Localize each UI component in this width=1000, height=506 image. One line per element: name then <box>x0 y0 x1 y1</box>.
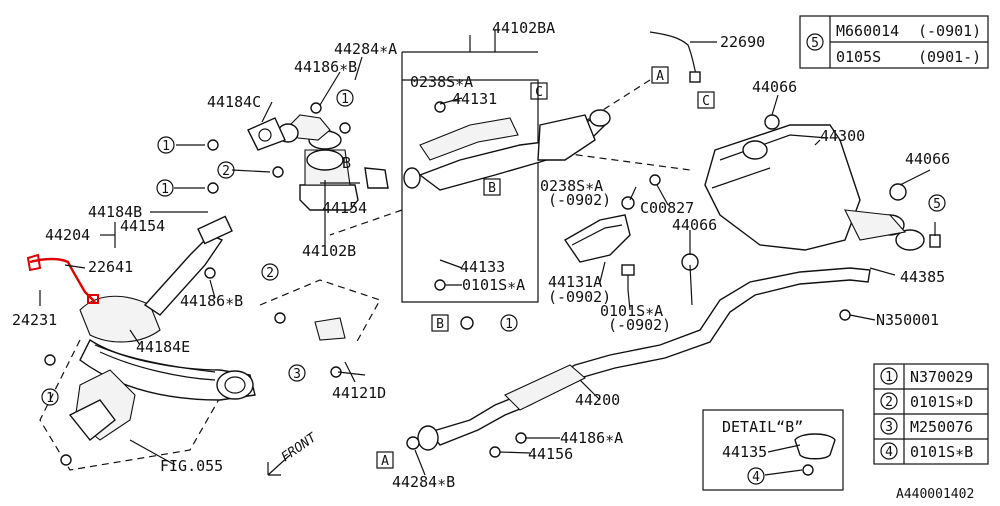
legend-five-row2-range: (0901-) <box>918 48 981 66</box>
legend-row2-number: 2 <box>885 395 893 410</box>
label-44066-mid: 44066 <box>672 216 717 234</box>
callout-1-e: 1 <box>505 317 513 332</box>
label-44131: 44131 <box>452 90 497 108</box>
center-pipe-assembly <box>364 109 611 191</box>
legend-five: 5 M660014 (-0901) 0105S (0901-) <box>799 15 989 69</box>
legend-five-row1-range: (-0901) <box>918 22 981 40</box>
legend-row1-number: 1 <box>885 370 893 385</box>
callout-2-a: 2 <box>222 164 230 179</box>
label-b-mid: B <box>342 154 351 172</box>
label-44284b: 44284∗B <box>392 473 455 491</box>
label-0101sa-2-range: (-0902) <box>608 316 671 334</box>
label-22641: 22641 <box>88 258 133 276</box>
ref-box-c-right: C <box>702 94 710 109</box>
label-44184c: 44184C <box>207 93 261 111</box>
callout-1-a: 1 <box>341 92 349 107</box>
legend-row2-part: 0101S∗D <box>910 393 973 411</box>
o2-sensor-22641 <box>26 253 99 304</box>
legend-five-row1-part: M660014 <box>836 22 899 40</box>
label-0238sa-2: 0238S∗A <box>540 177 603 195</box>
label-44184b: 44184B <box>88 203 142 221</box>
part-labels: 44102BA 44284∗A 44186∗B 44184C B 44154 4… <box>12 19 974 502</box>
label-44154-left: 44154 <box>120 217 165 235</box>
label-44186b-top: 44186∗B <box>294 58 357 76</box>
label-44066-right: 44066 <box>905 150 950 168</box>
label-22690: 22690 <box>720 33 765 51</box>
label-44204: 44204 <box>45 226 90 244</box>
diagram-id: A440001402 <box>896 487 974 502</box>
front-exhaust-manifold <box>68 114 359 441</box>
label-44200: 44200 <box>575 391 620 409</box>
legend-circles: 1 2 3 4 N370029 0101S∗D M250076 0101S∗B <box>873 363 989 465</box>
label-44066-top: 44066 <box>752 78 797 96</box>
callout-4: 4 <box>752 470 760 485</box>
legend-five-number: 5 <box>811 36 819 51</box>
label-44184e: 44184E <box>136 338 190 356</box>
legend-row1-part: N370029 <box>910 368 973 386</box>
label-0101sa-2: 0101S∗A <box>600 302 663 320</box>
leader-lines <box>39 30 931 476</box>
label-0101sa-mid: 0101S∗A <box>462 276 525 294</box>
o2-sensor-22690 <box>649 31 701 83</box>
legend-row4-number: 4 <box>885 445 893 460</box>
label-44186a: 44186∗A <box>560 429 623 447</box>
label-44131a-range: (-0902) <box>548 288 611 306</box>
front-label: FRONT <box>279 430 321 465</box>
ref-box-a-bottom: A <box>381 454 389 469</box>
label-44300: 44300 <box>820 127 865 145</box>
ref-box-a-top: A <box>656 69 664 84</box>
label-detail-b: DETAIL“B” <box>722 418 803 436</box>
callout-2-b: 2 <box>266 266 274 281</box>
callout-1-d: 1 <box>46 391 54 406</box>
front-direction-arrow: FRONT <box>267 430 321 476</box>
legend-row4-part: 0101S∗B <box>910 443 973 461</box>
ref-box-b-mid: B <box>488 181 496 196</box>
label-44154-mid: 44154 <box>322 199 367 217</box>
callout-1-c: 1 <box>161 182 169 197</box>
label-0238sa-top: 0238S∗A <box>410 73 473 91</box>
label-fig055: FIG.055 <box>160 457 223 475</box>
label-44186b-mid: 44186∗B <box>180 292 243 310</box>
rear-muffler <box>681 114 941 271</box>
label-44284a-top: 44284∗A <box>334 40 397 58</box>
legend-five-row2-part: 0105S <box>836 48 881 66</box>
label-44156: 44156 <box>528 445 573 463</box>
label-n350001: N350001 <box>876 311 939 329</box>
ref-box-c-top: C <box>535 85 543 100</box>
ref-box-b-low: B <box>436 317 444 332</box>
label-44135: 44135 <box>722 443 767 461</box>
label-44131a: 44131A <box>548 273 602 291</box>
legend-row3-part: M250076 <box>910 418 973 436</box>
callout-1-b: 1 <box>162 139 170 154</box>
label-44102b: 44102B <box>302 242 356 260</box>
label-44102ba: 44102BA <box>492 19 555 37</box>
label-c00827: C00827 <box>640 199 694 217</box>
reference-boxes: C A C B B A <box>376 66 715 469</box>
label-24231: 24231 <box>12 311 57 329</box>
mid-pipe-44200 <box>417 264 871 451</box>
fasteners <box>44 101 851 491</box>
callout-5: 5 <box>933 197 941 212</box>
label-44385: 44385 <box>900 268 945 286</box>
catalytic-converter-44131a <box>563 196 635 290</box>
callout-3: 3 <box>293 367 301 382</box>
numbered-callouts: 1 1 2 1 2 1 1 3 5 4 <box>41 89 946 485</box>
legend-row3-number: 3 <box>885 420 893 435</box>
label-44121d: 44121D <box>332 384 386 402</box>
label-0238sa-2-range: (-0902) <box>548 191 611 209</box>
label-44133: 44133 <box>460 258 505 276</box>
